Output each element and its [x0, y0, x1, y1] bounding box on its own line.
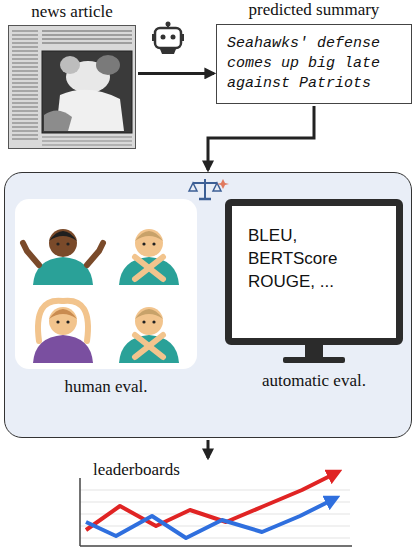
article-picture	[8, 25, 136, 149]
summary-node: predicted summarySeahawks' defense comes…	[216, 0, 412, 104]
node-caption: predicted summary	[216, 0, 412, 20]
flow-arrow	[208, 106, 314, 170]
person-emoji	[119, 307, 179, 363]
summary-box: Seahawks' defense comes up big late agai…	[216, 24, 412, 104]
node-caption: news article	[8, 2, 136, 22]
article-node: news article	[8, 2, 136, 149]
monitor-node: BLEU, BERTScore ROUGE, ... automatic eval…	[225, 199, 403, 391]
monitor-screen: BLEU, BERTScore ROUGE, ...	[225, 199, 403, 345]
flow-arrow	[207, 440, 210, 458]
node-caption: automatic eval.	[225, 371, 403, 391]
people-node: human eval.	[15, 199, 197, 397]
summary-text: Seahawks' defense comes up big late agai…	[227, 34, 401, 94]
person-emoji	[23, 229, 103, 285]
metric-list: BLEU, BERTScore ROUGE, ...	[248, 224, 356, 293]
scales-icon	[187, 175, 231, 203]
node-caption: human eval.	[15, 377, 197, 397]
monitor-stand	[225, 345, 403, 367]
monitor-stand	[225, 345, 403, 367]
scales-icon	[187, 175, 231, 203]
flow-arrow	[138, 72, 214, 75]
human-raters-picture	[15, 199, 197, 369]
panel-node: human eval. BLEU, BERTScore ROUGE, ... aut…	[4, 172, 412, 438]
robot-icon	[152, 22, 184, 55]
node-caption: leaderboards	[90, 460, 183, 480]
chart-node: leaderboards	[60, 460, 356, 550]
person-emoji	[33, 301, 93, 363]
person-emoji	[119, 229, 179, 285]
newspaper-picture	[8, 25, 136, 149]
raters-box	[15, 199, 197, 369]
